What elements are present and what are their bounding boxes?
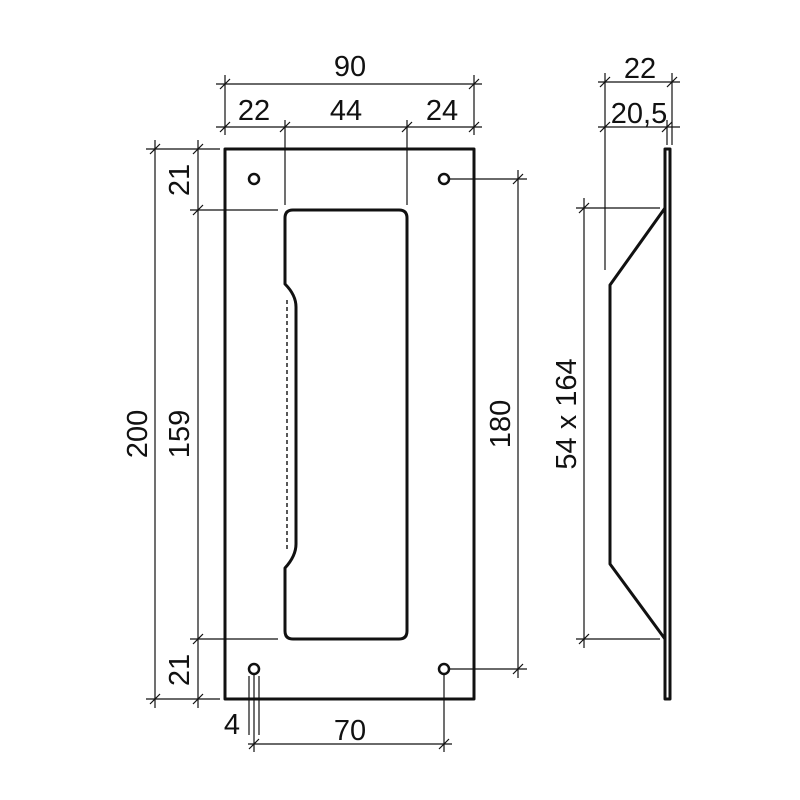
dimension-overall-width: 90 bbox=[216, 51, 482, 135]
dim-text-24: 24 bbox=[426, 95, 458, 127]
dim-text-44: 44 bbox=[330, 95, 362, 127]
dimension-side-depth-inner: 20,5 bbox=[598, 98, 680, 145]
screw-hole-bottom-left bbox=[247, 662, 261, 676]
screw-hole-bottom-right bbox=[437, 662, 451, 676]
dim-text-90: 90 bbox=[334, 51, 366, 83]
dim-text-54x164: 54 x 164 bbox=[551, 358, 583, 469]
dim-text-20-5: 20,5 bbox=[611, 98, 667, 130]
dimension-cutout-size: 54 x 164 bbox=[551, 198, 660, 648]
dim-text-21-top: 21 bbox=[164, 164, 196, 196]
screw-hole-top-left bbox=[247, 172, 261, 186]
dimension-hole-spacing-horizontal: 70 bbox=[248, 675, 452, 752]
dimension-hole-offset: 4 bbox=[224, 676, 260, 741]
plate-outline bbox=[223, 147, 476, 701]
dim-text-70: 70 bbox=[334, 715, 366, 747]
dimension-recess-height: 21 159 21 bbox=[164, 140, 278, 708]
dimension-top-segments: 22 44 24 bbox=[216, 95, 482, 205]
dimension-hole-spacing-vertical: 180 bbox=[450, 170, 527, 678]
dim-text-180: 180 bbox=[485, 400, 517, 448]
dim-text-200: 200 bbox=[122, 410, 154, 458]
screw-hole-top-right bbox=[437, 172, 451, 186]
dim-text-21-bottom: 21 bbox=[164, 654, 196, 686]
dimension-side-depth-total: 22 bbox=[598, 53, 680, 270]
side-recess-profile bbox=[608, 207, 667, 640]
recess-outline bbox=[283, 208, 409, 641]
dim-text-4: 4 bbox=[224, 709, 240, 741]
front-view bbox=[223, 147, 476, 701]
side-plate bbox=[663, 147, 672, 701]
dim-text-159: 159 bbox=[164, 410, 196, 458]
dimension-overall-height: 200 bbox=[122, 140, 220, 708]
dim-text-22-left: 22 bbox=[238, 95, 270, 127]
dim-text-22-side: 22 bbox=[624, 53, 656, 85]
side-view bbox=[608, 147, 672, 701]
